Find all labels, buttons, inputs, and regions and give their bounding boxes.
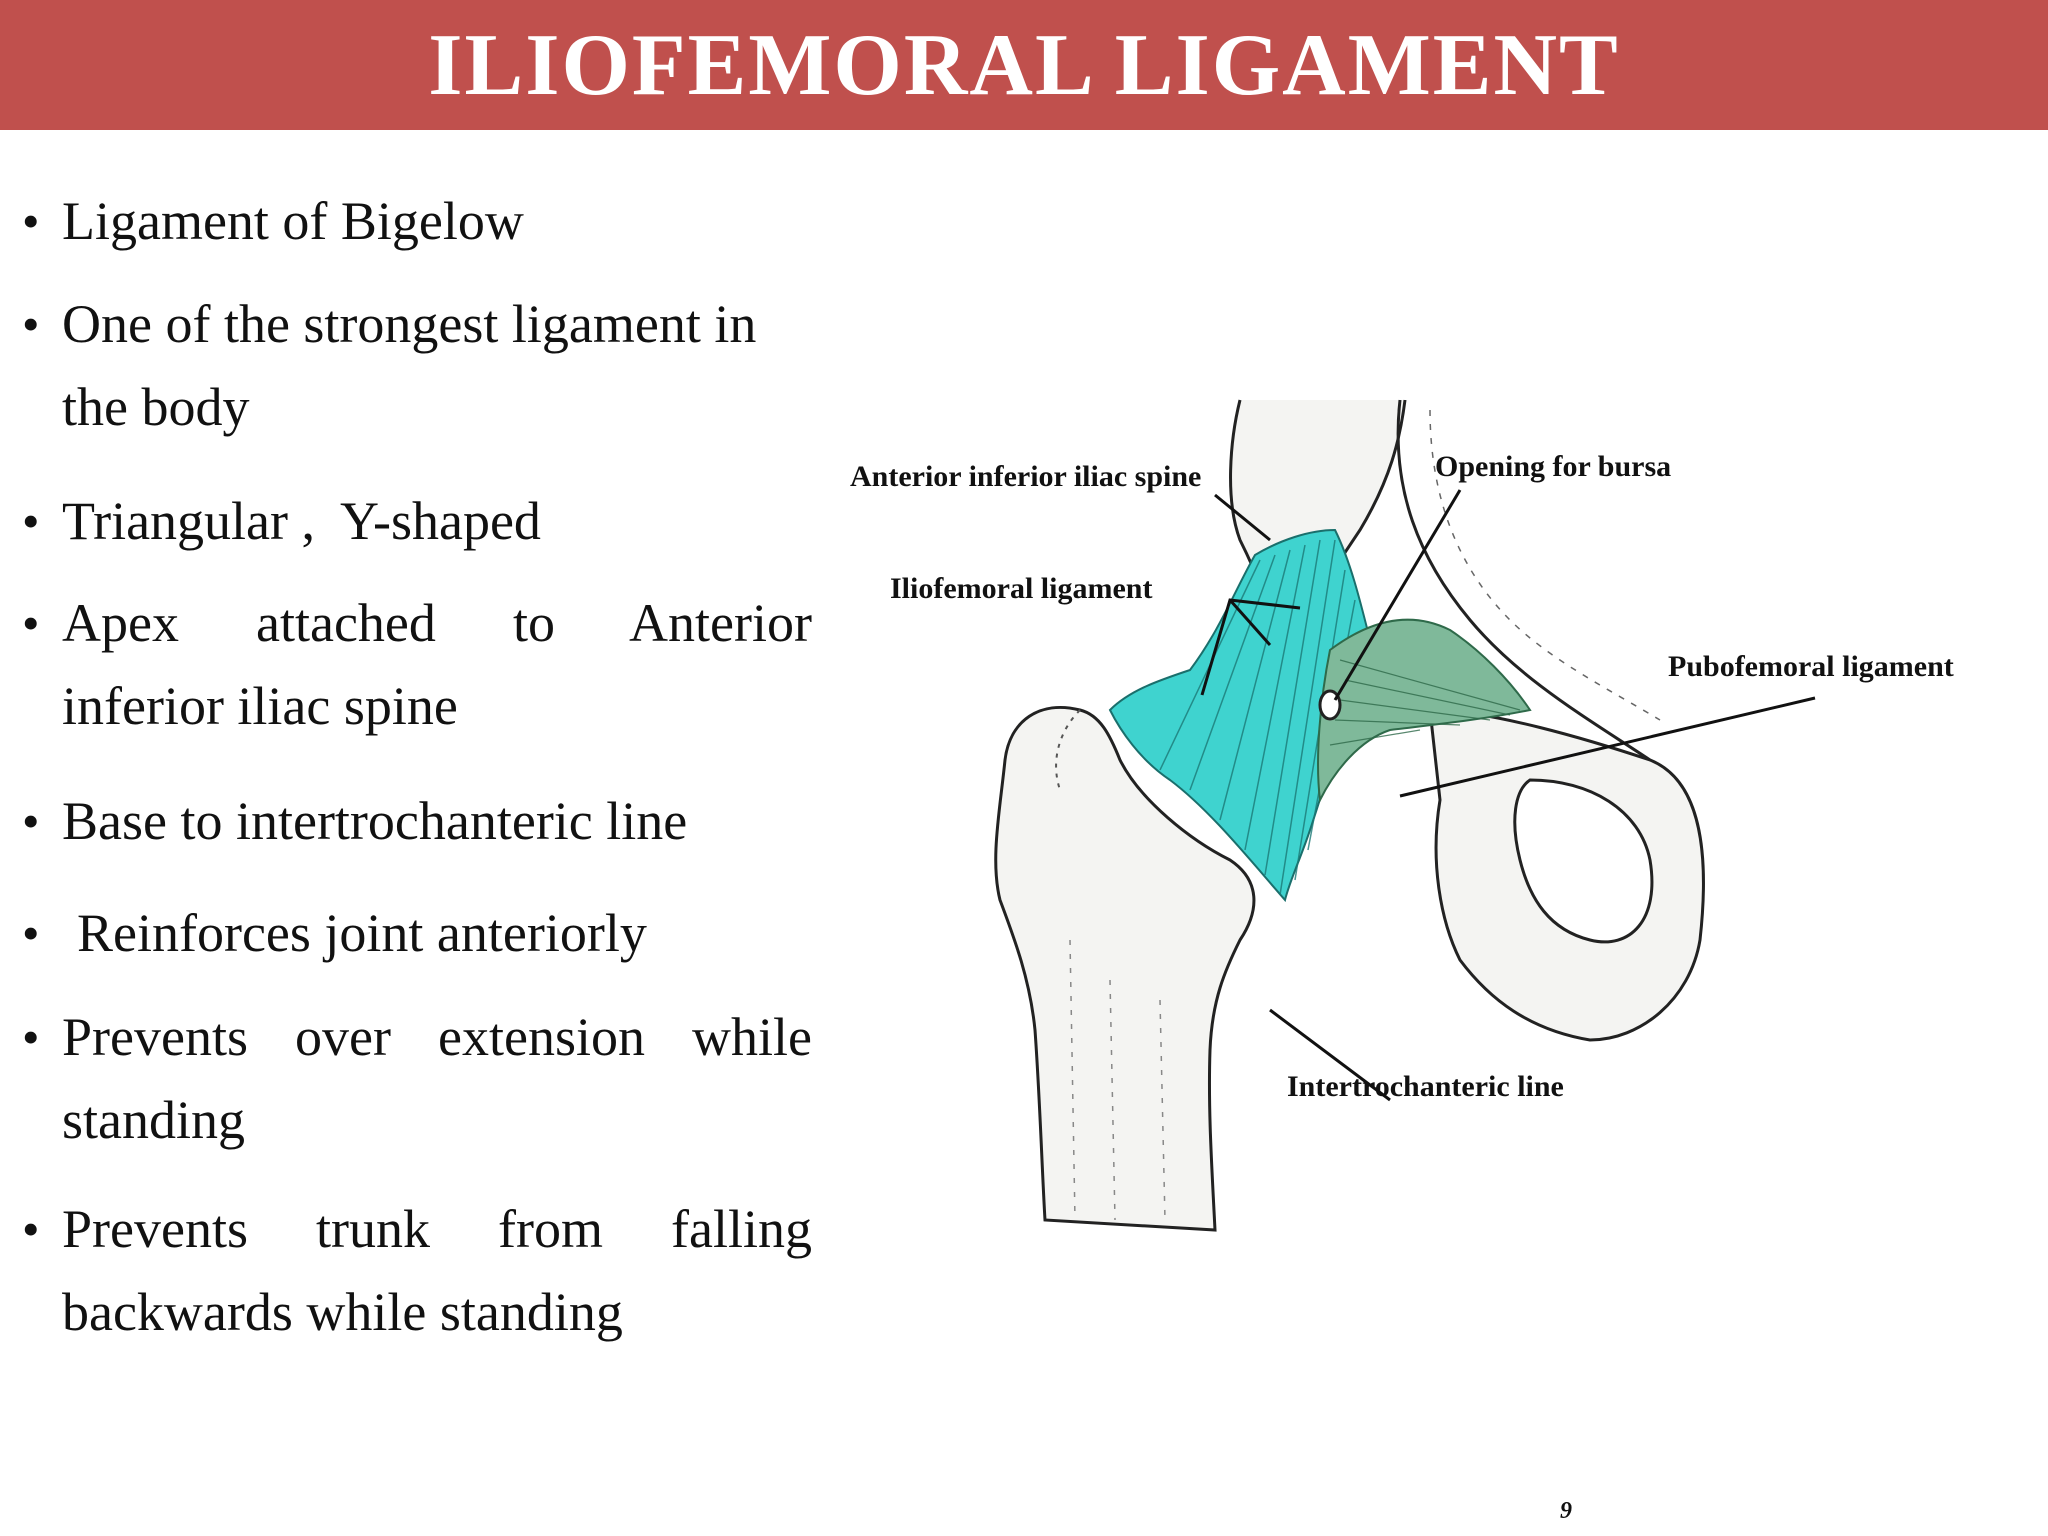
bullet-marker: •	[22, 193, 40, 249]
bullet-item: • Triangular , Y-shaped	[22, 480, 812, 563]
label-intertrochanteric-line: Intertrochanteric line	[1287, 1070, 1564, 1103]
label-anterior-inferior-iliac-spine: Anterior inferior iliac spine	[850, 460, 1202, 493]
title-bar: ILIOFEMORAL LIGAMENT	[0, 0, 2048, 130]
label-iliofemoral-ligament: Iliofemoral ligament	[890, 572, 1153, 605]
greater-trochanter	[1055, 709, 1081, 791]
bullet-text: Prevents over extension while	[62, 1007, 812, 1067]
bullet-marker: •	[22, 905, 40, 961]
bullet-text: Prevents trunk from falling	[62, 1199, 812, 1259]
bullet-item: • Base to intertrochanteric line	[22, 780, 812, 863]
femur-shaft-texture	[1069, 939, 1166, 1221]
bullet-item: • Reinforces joint anteriorly	[22, 892, 812, 975]
femur-outline	[994, 705, 1256, 1232]
label-opening-for-bursa: Opening for bursa	[1435, 450, 1672, 483]
bullet-text: Apex attached to Anterior	[62, 593, 812, 653]
bullet-text: One of the strongest ligament in	[62, 294, 757, 354]
bullet-text: inferior iliac spine	[62, 676, 458, 736]
leader-lines	[1200, 489, 1816, 1102]
bullet-text: Triangular , Y-shaped	[62, 491, 541, 551]
bullet-item: • One of the strongest ligament in the b…	[22, 283, 812, 449]
slide-title: ILIOFEMORAL LIGAMENT	[428, 16, 1620, 114]
bullet-item: • Prevents over extension while standing	[22, 996, 812, 1162]
bullet-marker: •	[22, 493, 40, 549]
bullet-marker: •	[22, 1009, 40, 1065]
pubofemoral-fibers	[1329, 659, 1521, 746]
label-pubofemoral-ligament: Pubofemoral ligament	[1668, 650, 1954, 683]
page-number: 9	[1560, 1498, 1572, 1524]
ilium-inner-curve	[1429, 409, 1661, 721]
pubofemoral-ligament	[1317, 618, 1532, 804]
obturator-foramen	[1513, 778, 1654, 944]
bullet-marker: •	[22, 296, 40, 352]
bullet-text: standing	[62, 1090, 245, 1150]
bullet-text: the body	[62, 377, 250, 437]
bullet-item: • Prevents trunk from falling backwards …	[22, 1188, 812, 1354]
bullet-text: Base to intertrochanteric line	[62, 791, 688, 851]
bullet-item: • Apex attached to Anterior inferior ili…	[22, 582, 812, 748]
bullet-text: Ligament of Bigelow	[62, 191, 524, 251]
hip-joint-figure: Anterior inferior iliac spine Opening fo…	[830, 380, 2010, 1250]
bullet-marker: •	[22, 793, 40, 849]
hip-joint-illustration	[994, 399, 1816, 1232]
iliofemoral-ligament	[1108, 528, 1372, 903]
bullet-text: backwards while standing	[62, 1282, 623, 1342]
ilium-curve	[1396, 399, 1651, 762]
bullet-marker: •	[22, 595, 40, 651]
bullet-text: Reinforces joint anteriorly	[77, 903, 647, 963]
bullet-item: • Ligament of Bigelow	[22, 180, 812, 263]
bullet-marker: •	[22, 1201, 40, 1257]
